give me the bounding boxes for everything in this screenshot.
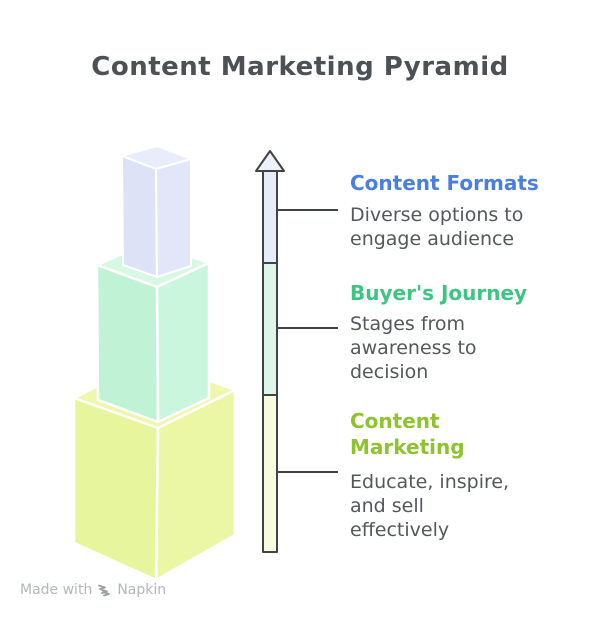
scale-arrow <box>255 150 285 553</box>
watermark-prefix: Made with <box>20 581 93 598</box>
section-heading-content-marketing: Content Marketing <box>350 409 465 459</box>
section-body-buyers-journey: Stages from awareness to decision <box>350 313 477 383</box>
section-body-content-formats: Diverse options to engage audience <box>350 204 524 250</box>
made-with-napkin-watermark: Made with Napkin <box>20 581 166 598</box>
page-title: Content Marketing Pyramid <box>91 52 509 82</box>
pyramid-tier-top <box>121 145 192 278</box>
arrow-segment-middle <box>262 262 278 396</box>
arrow-head <box>255 150 285 172</box>
section-heading-content-formats: Content Formats <box>350 171 539 195</box>
section-body-content-marketing: Educate, inspire, and sell effectively <box>350 471 510 541</box>
tick-lines <box>277 209 338 473</box>
watermark-brand: Napkin <box>117 581 167 598</box>
section-heading-buyers-journey: Buyer's Journey <box>350 281 528 305</box>
arrow-segment-bottom <box>262 394 278 553</box>
arrow-segment-top <box>262 169 278 264</box>
napkin-logo-icon <box>97 583 112 598</box>
